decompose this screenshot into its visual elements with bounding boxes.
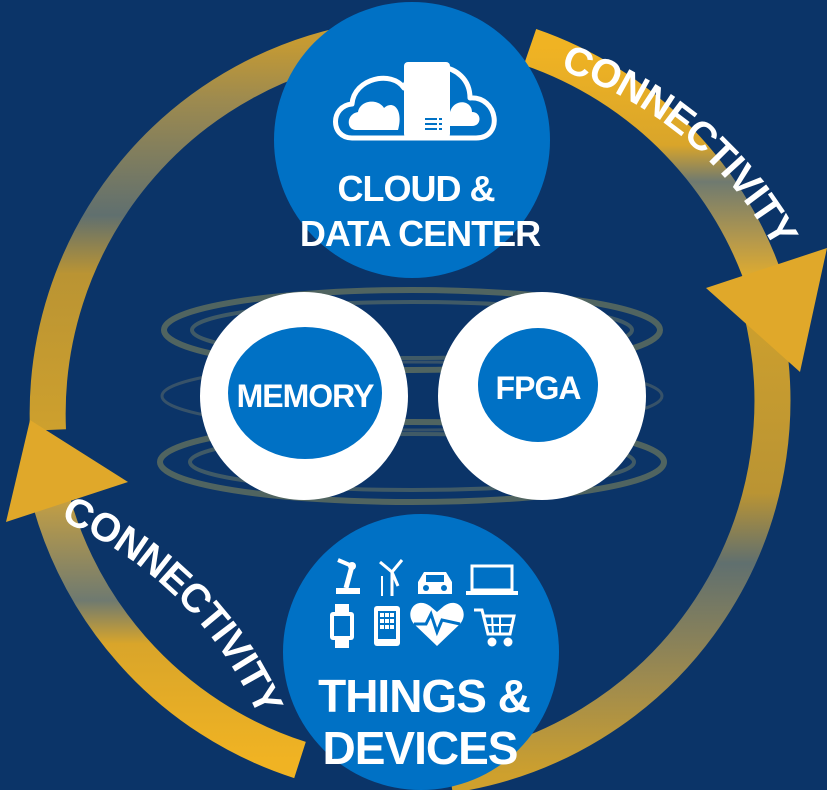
memory-label: MEMORY — [237, 378, 374, 414]
laptop-icon — [466, 564, 518, 595]
connectivity-arrow-right — [447, 29, 827, 790]
arrowhead-left — [6, 420, 128, 522]
cloud-data-center-node: CLOUD & DATA CENTER — [274, 2, 550, 278]
connectivity-label-top-right: CONNECTIVITY — [557, 37, 806, 254]
cloud-title-line2: DATA CENTER — [300, 213, 541, 254]
swirl-rings — [157, 287, 667, 505]
things-title-line1: THINGS & — [318, 670, 530, 722]
car-icon — [418, 572, 452, 594]
shopping-cart-icon — [474, 608, 516, 647]
memory-node: MEMORY — [200, 292, 408, 500]
smartwatch-icon — [330, 604, 354, 648]
robot-arm-icon — [336, 558, 360, 594]
heart-rate-icon — [410, 602, 464, 646]
tablet-icon — [374, 606, 400, 646]
arrowhead-right — [706, 248, 827, 372]
cloud-server-icon — [333, 62, 497, 141]
fpga-node: FPGA — [438, 292, 646, 500]
things-devices-node: THINGS & DEVICES — [283, 514, 559, 790]
connectivity-arrow-left — [6, 22, 373, 779]
wind-turbine-icon — [379, 559, 404, 596]
fpga-label: FPGA — [496, 370, 582, 406]
cloud-title-line1: CLOUD & — [338, 168, 495, 209]
things-title-line2: DEVICES — [323, 722, 518, 774]
